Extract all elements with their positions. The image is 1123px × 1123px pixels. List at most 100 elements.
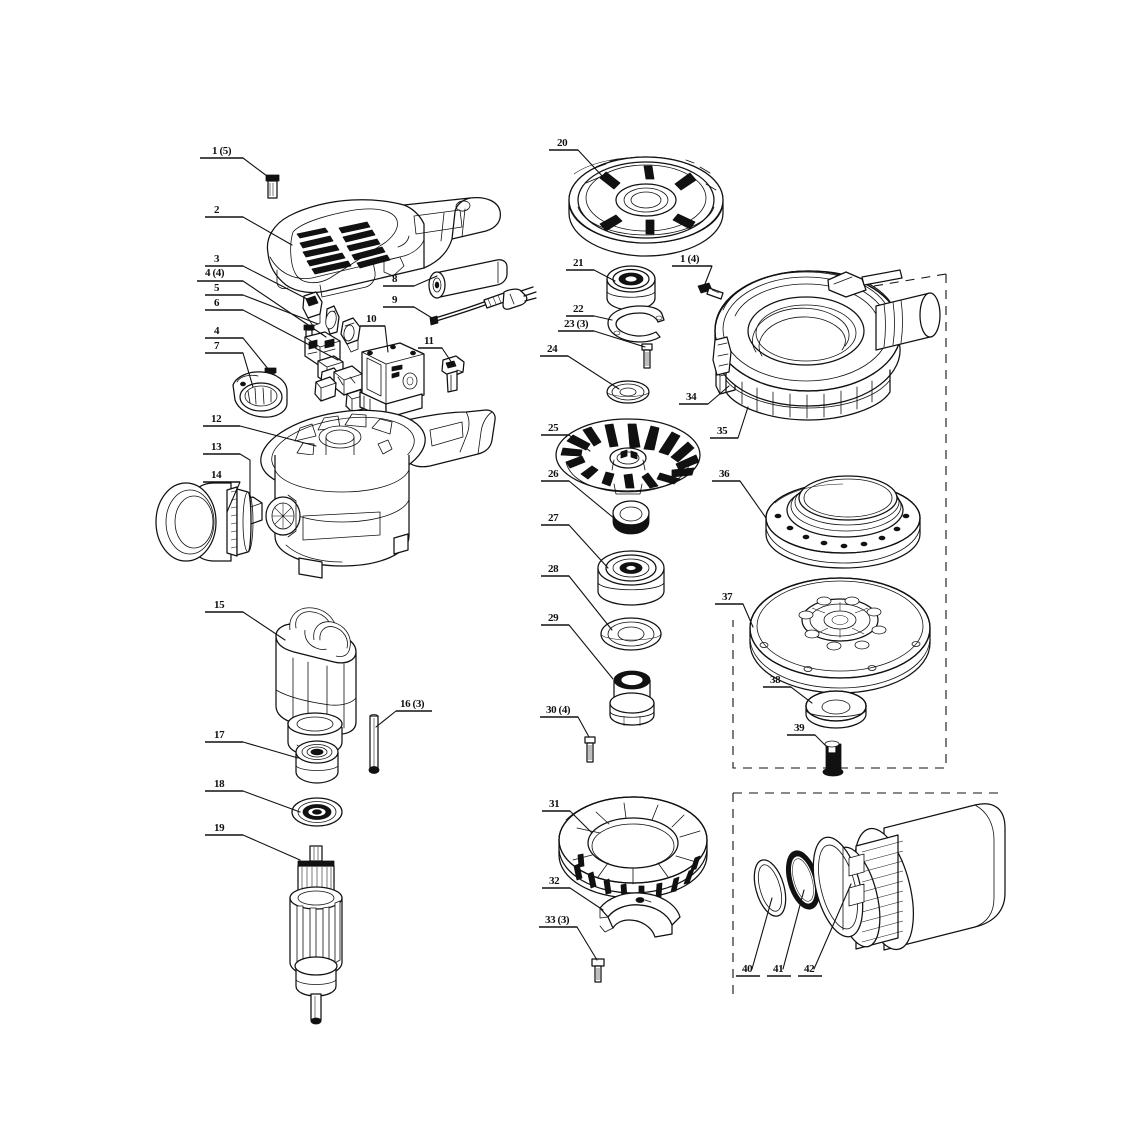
callout-9: 9 — [383, 294, 433, 319]
leader-line — [568, 624, 614, 680]
callout-25: 25 — [541, 422, 591, 452]
part-19-armature-rotor — [289, 845, 343, 1025]
part-18-bearing-washer — [291, 797, 343, 827]
part-32-brake-shoe — [599, 892, 681, 938]
callout-label: 4 (4) — [205, 267, 225, 279]
leader-line — [242, 352, 254, 388]
leader-line — [593, 330, 646, 348]
part-14-dust-port-cap — [155, 482, 254, 562]
part-16-long-bolt — [368, 714, 380, 774]
leader-line — [742, 603, 754, 628]
leader-line — [568, 575, 613, 631]
part-26-snap-ring — [612, 500, 650, 535]
callout-33--3: 33 (3) — [539, 914, 598, 961]
leader-line — [813, 883, 852, 970]
part-7-speed-dial-knob — [232, 371, 288, 418]
part-8-handle-grip-roller — [428, 259, 508, 299]
leader-line — [242, 834, 301, 861]
part-9-power-cord — [429, 286, 537, 326]
callout-label: 38 — [770, 674, 781, 686]
part-40-o-ring-outer — [753, 859, 787, 917]
part-24-flat-washer-small — [606, 380, 650, 404]
callout-21: 21 — [566, 257, 616, 282]
leader-line — [413, 275, 438, 287]
leader-line — [239, 453, 251, 502]
leader-line — [737, 406, 749, 439]
leader-line — [702, 265, 713, 290]
leader-line — [567, 355, 620, 390]
leader-line — [441, 347, 453, 364]
leader-line — [242, 741, 299, 759]
callout-label: 28 — [548, 563, 559, 575]
callout-13: 13 — [203, 441, 251, 502]
callout-37: 37 — [715, 591, 754, 628]
callout-label: 14 — [211, 469, 222, 481]
callout-23--3: 23 (3) — [558, 318, 646, 348]
part-27-ball-bearing-lower — [597, 550, 665, 606]
part-31-brake-ring — [558, 796, 708, 901]
callout-28: 28 — [541, 563, 613, 631]
callout-label: 7 — [214, 340, 220, 352]
callout-label: 39 — [794, 722, 805, 734]
callout-label: 41 — [773, 963, 783, 975]
callout-label: 42 — [804, 963, 815, 975]
callout-label: 26 — [548, 468, 559, 480]
callout-18: 18 — [205, 778, 301, 813]
callout-label: 16 (3) — [400, 698, 425, 710]
part-10-speed-control-module — [359, 342, 425, 419]
callout-26: 26 — [541, 468, 616, 520]
callout-label: 27 — [548, 512, 559, 524]
callout-label: 6 — [214, 297, 220, 309]
callout-label: 36 — [719, 468, 730, 480]
callout-label: 1 (5) — [212, 145, 232, 157]
callout-41: 41 — [767, 889, 805, 977]
callout-label: 4 — [214, 325, 220, 337]
part-37-sanding-backing-pad — [749, 577, 931, 694]
callout-label: 2 — [214, 204, 220, 216]
leader-line — [226, 481, 241, 513]
part-11-cord-clamp — [441, 355, 465, 393]
callout-17: 17 — [205, 729, 299, 759]
callout-label: 37 — [722, 591, 733, 603]
leader-line — [242, 309, 339, 361]
callout-24: 24 — [540, 343, 620, 390]
leader-line — [569, 810, 593, 834]
part-38-pad-washer — [805, 690, 867, 729]
part-29-eccentric-bushing — [609, 670, 655, 726]
leader-line — [707, 385, 730, 405]
leader-line — [577, 716, 590, 738]
callout-1--5: 1 (5) — [200, 145, 272, 180]
callout-10: 10 — [360, 313, 389, 353]
callout-label: 29 — [548, 612, 559, 624]
callout-label: 8 — [392, 273, 398, 285]
callout-label: 12 — [211, 413, 222, 425]
leader-line — [568, 434, 591, 452]
part-5-contact-bracket — [325, 305, 340, 335]
leader-line — [242, 790, 301, 813]
callout-36: 36 — [712, 468, 767, 519]
callout-label: 9 — [392, 294, 398, 306]
callout-39: 39 — [787, 722, 829, 749]
callout-40: 40 — [736, 897, 773, 977]
part-1-screw — [265, 174, 280, 199]
callout-label: 31 — [549, 798, 559, 810]
part-17-bearing-upper — [295, 740, 339, 784]
callout-label: 35 — [717, 425, 728, 437]
callout-label: 17 — [214, 729, 225, 741]
callout-16--3: 16 (3) — [375, 698, 432, 728]
callout-2: 2 — [205, 204, 293, 246]
callout-label: 33 (3) — [545, 914, 570, 926]
callout-4: 4 — [205, 325, 270, 371]
part-30-screw-plate — [584, 736, 596, 763]
leader-line — [814, 734, 829, 749]
leader-line — [593, 269, 616, 282]
callout-label: 15 — [214, 599, 225, 611]
callout-22: 22 — [566, 303, 613, 321]
callout-29: 29 — [541, 612, 614, 680]
leader-line — [242, 280, 327, 338]
part-23-screw-baffle — [641, 343, 653, 369]
